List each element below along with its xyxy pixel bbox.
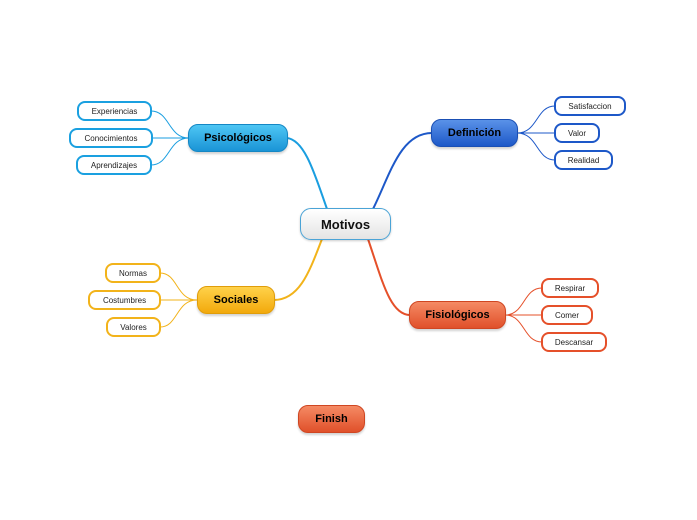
connector-experiencias bbox=[150, 110, 190, 139]
subtopic-conocimientos[interactable]: Conocimientos bbox=[69, 128, 153, 148]
subtopic-comer[interactable]: Comer bbox=[541, 305, 593, 325]
connector-fisiologicos bbox=[367, 238, 411, 316]
subtopic-costumbres[interactable]: Costumbres bbox=[88, 290, 161, 310]
topic-definicion[interactable]: Definición bbox=[431, 119, 518, 147]
connector-realidad bbox=[516, 132, 556, 161]
subtopic-realidad[interactable]: Realidad bbox=[554, 150, 613, 170]
connector-satisfaccion bbox=[516, 105, 556, 134]
subtopic-respirar[interactable]: Respirar bbox=[541, 278, 599, 298]
floating-topic-finish[interactable]: Finish bbox=[298, 405, 365, 433]
subtopic-satisfaccion[interactable]: Satisfaccion bbox=[554, 96, 626, 116]
subtopic-valores[interactable]: Valores bbox=[106, 317, 161, 337]
subtopic-valor[interactable]: Valor bbox=[554, 123, 600, 143]
connector-aprendizajes bbox=[150, 137, 190, 166]
subtopic-experiencias[interactable]: Experiencias bbox=[77, 101, 152, 121]
topic-psicologicos[interactable]: Psicológicos bbox=[188, 124, 288, 152]
subtopic-normas[interactable]: Normas bbox=[105, 263, 161, 283]
connector-respirar bbox=[504, 287, 543, 316]
connector-normas bbox=[159, 272, 198, 301]
subtopic-descansar[interactable]: Descansar bbox=[541, 332, 607, 352]
connector-psicologicos bbox=[286, 137, 328, 210]
connector-definicion bbox=[372, 132, 433, 210]
topic-fisiologicos[interactable]: Fisiológicos bbox=[409, 301, 506, 329]
connector-sociales bbox=[273, 238, 323, 301]
connector-descansar bbox=[504, 314, 543, 343]
subtopic-aprendizajes[interactable]: Aprendizajes bbox=[76, 155, 152, 175]
connector-valores bbox=[159, 299, 198, 328]
central-topic[interactable]: Motivos bbox=[300, 208, 391, 240]
topic-sociales[interactable]: Sociales bbox=[197, 286, 275, 314]
